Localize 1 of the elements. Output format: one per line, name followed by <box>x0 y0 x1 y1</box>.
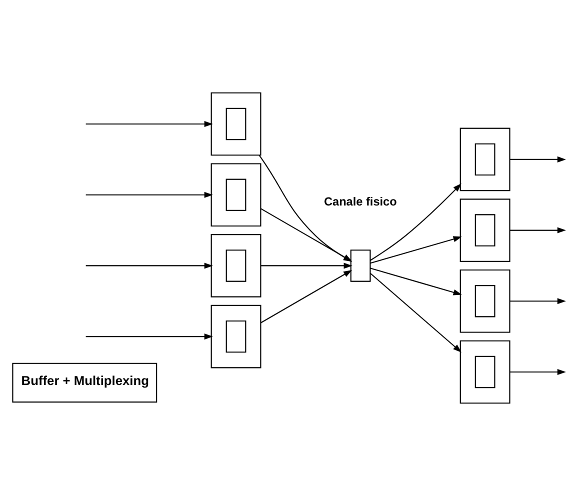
label: Canale fisico <box>324 194 397 208</box>
